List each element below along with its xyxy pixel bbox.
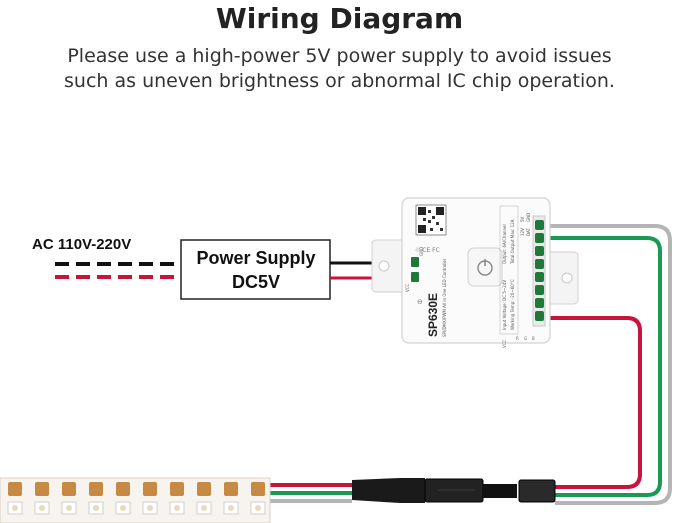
strip-led-chip bbox=[66, 505, 72, 511]
controller-spec-total: Total Output Max: 12A bbox=[510, 219, 515, 265]
strip-solder-pad bbox=[197, 482, 211, 496]
dc-input-symbol: ⊖ bbox=[417, 298, 423, 306]
controller-spec-panel bbox=[499, 205, 519, 335]
strip-solder-pad bbox=[143, 482, 157, 496]
controller-left-label-gnd: GND bbox=[419, 247, 424, 256]
strip-led-chip bbox=[174, 505, 180, 511]
controller-output-terminals bbox=[535, 220, 544, 321]
subtitle-line-1: Please use a high-power 5V power supply … bbox=[67, 45, 612, 67]
strip-solder-pad bbox=[62, 482, 76, 496]
strip-solder-pad bbox=[116, 482, 130, 496]
output-wire-red bbox=[546, 316, 642, 489]
strip-led-chip bbox=[93, 505, 99, 511]
ac-input-label: AC 110V-220V bbox=[32, 236, 131, 253]
diagram-title: Wiring Diagram bbox=[215, 2, 464, 35]
terminal-label-5v: 5V bbox=[520, 216, 525, 222]
terminal-label-gnd: GND bbox=[526, 213, 531, 222]
strip-led-chip bbox=[147, 505, 153, 511]
power-supply-box bbox=[180, 239, 331, 300]
qr-code bbox=[415, 204, 447, 236]
controller-left-label-vcc: VCC bbox=[405, 283, 410, 292]
sm-connector bbox=[352, 478, 556, 503]
bottom-label-b: B bbox=[532, 336, 535, 341]
strip-led-chip bbox=[228, 505, 234, 511]
strip-solder-pad bbox=[170, 482, 184, 496]
strip-solder-pad bbox=[224, 482, 238, 496]
terminal-label-dat: DAT bbox=[526, 228, 531, 236]
controller-spec-output: Output: 6A/Channel bbox=[502, 224, 507, 264]
output-terminal bbox=[535, 272, 544, 282]
controller-model: SP630E bbox=[426, 293, 440, 337]
controller-input-terminal-2 bbox=[411, 272, 419, 282]
output-terminal bbox=[535, 246, 544, 256]
power-supply-label: Power Supply bbox=[196, 248, 315, 268]
controller-subtitle: SPI/DMX/PWM All in One LED Controller bbox=[442, 258, 447, 337]
output-wire-green bbox=[546, 236, 662, 497]
output-terminal bbox=[535, 220, 544, 230]
terminal-label-12v: 12V bbox=[520, 228, 525, 236]
output-terminal bbox=[535, 285, 544, 295]
controller-input-terminal-1 bbox=[411, 257, 419, 267]
strip-solder-pad bbox=[251, 482, 265, 496]
strip-led-chip bbox=[12, 505, 18, 511]
output-wire-gray bbox=[546, 224, 672, 505]
strip-led-chip bbox=[201, 505, 207, 511]
led-strip-segments bbox=[7, 482, 266, 515]
bottom-label-g: G bbox=[524, 336, 527, 341]
controller-terminal-block bbox=[532, 215, 546, 327]
strip-solder-pad bbox=[8, 482, 22, 496]
strip-led-chip bbox=[39, 505, 45, 511]
diagram-subtitle: Please use a high-power 5V power supply … bbox=[0, 44, 679, 94]
strip-solder-pad bbox=[89, 482, 103, 496]
controller-power-button[interactable] bbox=[467, 247, 503, 287]
certification-marks: ♲ CE FC bbox=[415, 247, 440, 254]
strip-solder-pad bbox=[35, 482, 49, 496]
strip-led-chip bbox=[120, 505, 126, 511]
output-terminal bbox=[535, 259, 544, 269]
strip-led-chip bbox=[255, 505, 261, 511]
output-terminal bbox=[535, 311, 544, 321]
controller-ear-left bbox=[371, 239, 409, 293]
bottom-label-r: R bbox=[516, 336, 519, 341]
bottom-label-vcc: VCC bbox=[502, 339, 507, 348]
controller-spec-input: Input Voltage: DC 5~24V bbox=[502, 280, 507, 330]
subtitle-line-2: such as uneven brightness or abnormal IC… bbox=[64, 70, 615, 92]
power-supply-voltage: DC5V bbox=[232, 272, 280, 292]
controller-spec-temp: Working Temp: -20~60°C bbox=[510, 279, 515, 330]
output-terminal bbox=[535, 298, 544, 308]
output-terminal bbox=[535, 233, 544, 243]
